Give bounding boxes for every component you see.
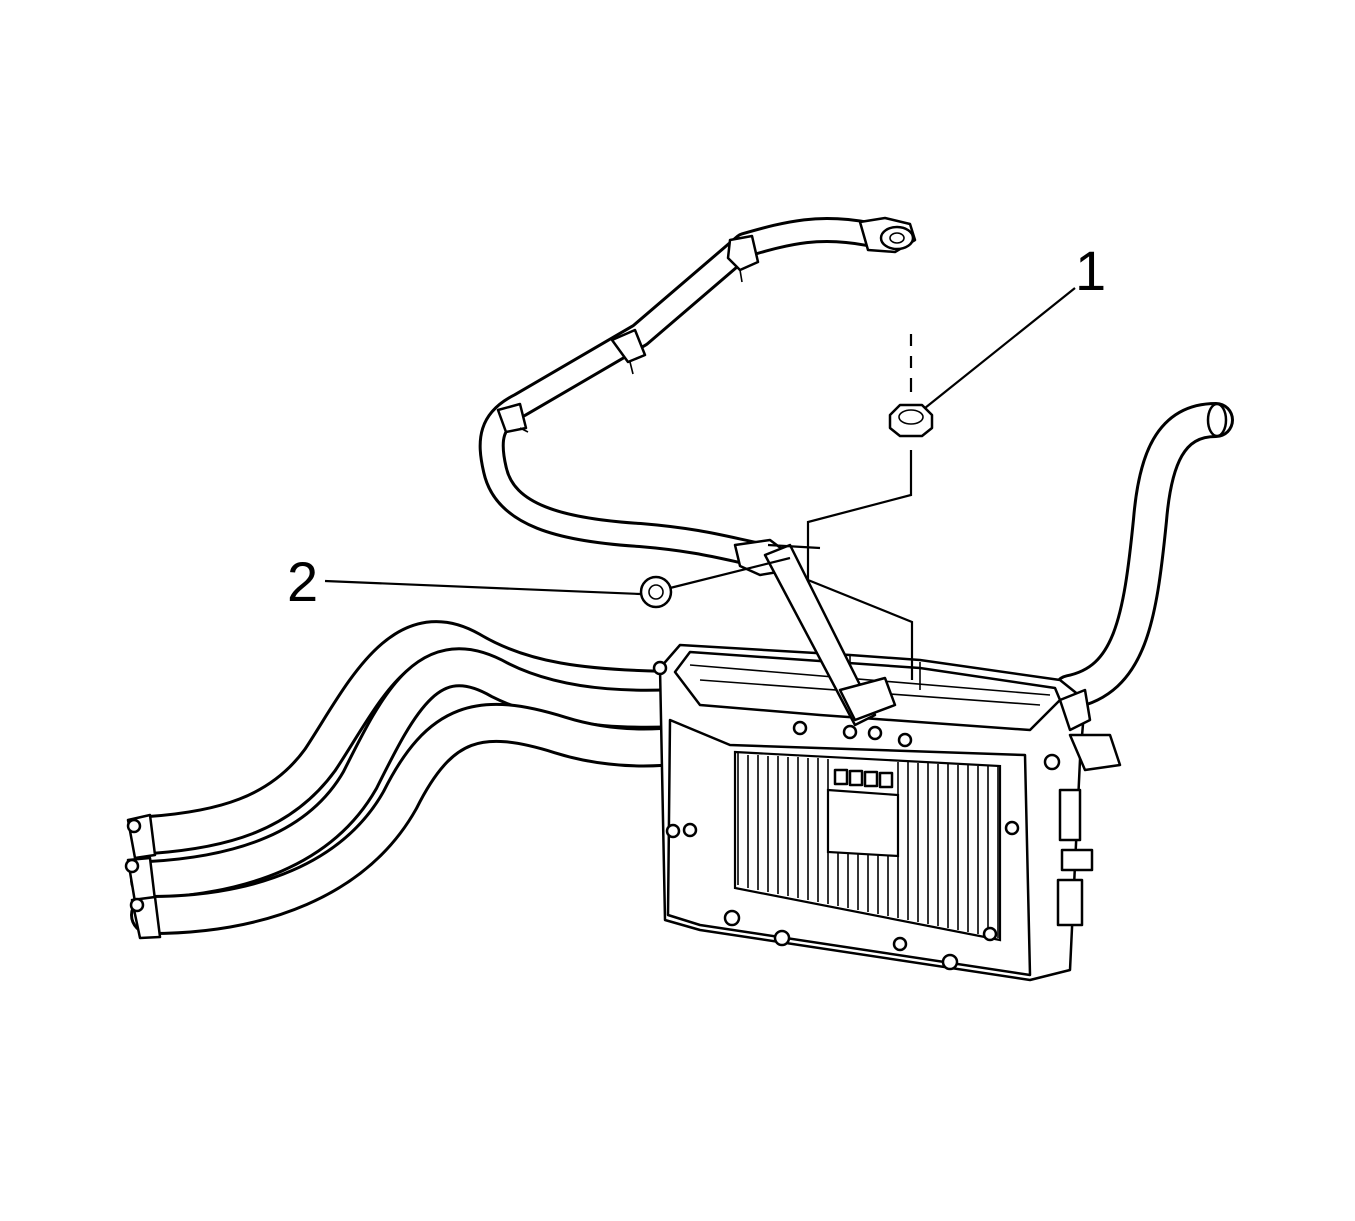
hose-end-fittings	[124, 813, 162, 940]
nut-2	[639, 575, 673, 609]
side-connectors	[1056, 688, 1122, 927]
housing-bolts	[652, 660, 1061, 971]
right-coolant-hose	[1052, 402, 1234, 710]
nut-1	[888, 403, 934, 438]
callout-2: 2	[287, 550, 318, 613]
callout-1: 1	[1075, 239, 1106, 302]
cooling-fins	[733, 750, 1002, 942]
module-housing	[652, 643, 1122, 982]
leader-lines	[324, 287, 1076, 680]
face-connectors	[833, 768, 894, 789]
hose-bracket	[763, 543, 897, 727]
upper-coolant-hose	[478, 216, 917, 577]
